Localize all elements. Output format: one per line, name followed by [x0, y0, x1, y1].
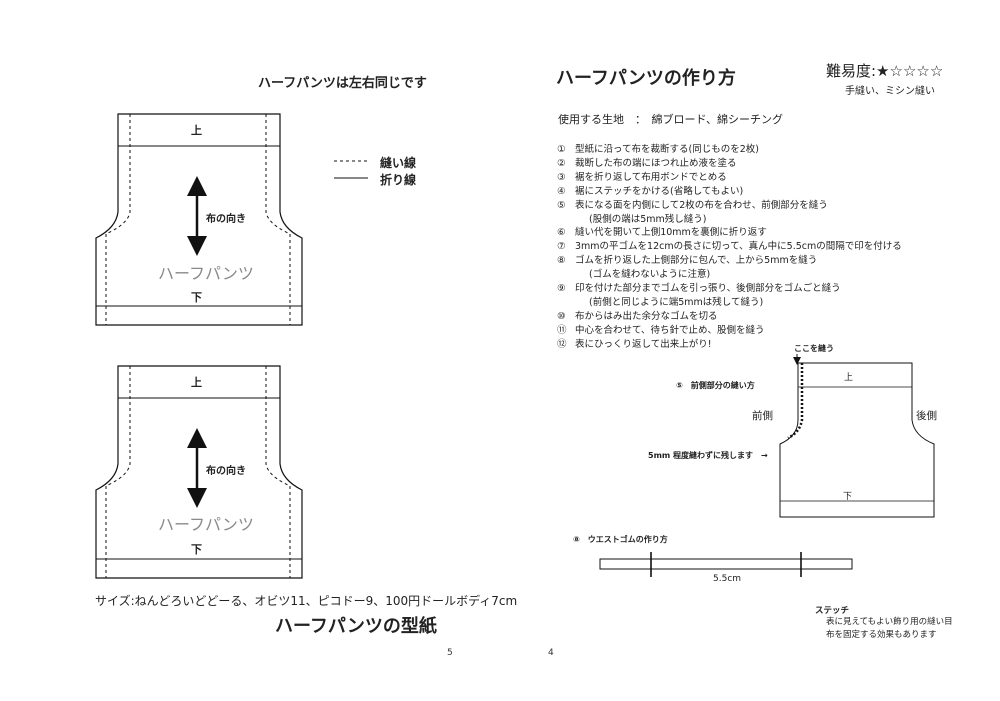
page-number-right: 4 [548, 648, 554, 658]
pattern-bottom-grain-label: 布の向き [206, 466, 246, 477]
diagram8-title: ⑧ ウエストゴムの作り方 [573, 535, 668, 544]
fabric-info: 使用する生地 ： 綿ブロード、綿シーチング [558, 113, 784, 126]
elastic-measure-label: 5.5cm [713, 574, 742, 584]
pattern-bottom-bottom-label: 下 [191, 543, 202, 556]
sewing-method: 手縫い、ミシン縫い [845, 86, 935, 97]
step-subnote: (股側の端は5mm残し縫う) [589, 213, 707, 225]
front-sewing-diagram [779, 354, 935, 518]
left-page-header: ハーフパンツは左右同じです [258, 76, 427, 91]
diagram5-top-label: 上 [844, 373, 854, 383]
pattern-title: ハーフパンツの型紙 [275, 616, 437, 637]
step-subnote: (ゴムを縫わないように注意) [589, 269, 711, 281]
diagram5-title: ⑤ 前側部分の縫い方 [676, 381, 755, 390]
sew-here-label: ここを縫う [794, 344, 834, 353]
pattern-top-name: ハーフパンツ [158, 264, 254, 283]
pattern-piece-bottom [95, 365, 303, 579]
diagram5-bottom-label: 下 [843, 492, 853, 502]
back-side-label: 後側 [916, 410, 937, 422]
size-note: サイズ:ねんどろいどどーる、オビツ11、ピコドー9、100円ドールボディ7cm [95, 594, 518, 608]
front-side-label: 前側 [752, 410, 773, 422]
pattern-top-grain-label: 布の向き [206, 214, 246, 225]
waist-elastic-diagram [599, 552, 853, 577]
page-title: ハーフパンツの作り方 [556, 68, 736, 89]
pattern-top-bottom-label: 下 [191, 291, 202, 304]
legend-fold-line-label: 折り線 [380, 173, 417, 187]
stitch-note-text: 表に見えてもよい飾り用の縫い目 布を固定する効果もあります [826, 617, 953, 640]
pattern-piece-top [95, 113, 303, 326]
pattern-bottom-name: ハーフパンツ [158, 515, 254, 534]
leave-unsewn-note: 5mm 程度縫わずに残します → [648, 451, 768, 460]
difficulty-rating: 難易度:★☆☆☆☆ [826, 62, 944, 80]
pattern-bottom-top-label: 上 [191, 376, 202, 389]
stitch-note-title: ステッチ [815, 606, 850, 616]
page-number-left: 5 [447, 648, 453, 658]
legend-stitch-line-label: 縫い線 [380, 156, 417, 170]
pattern-top-top-label: 上 [191, 124, 202, 137]
step-subnote: (前側と同じように端5mmは残して縫う) [589, 296, 764, 308]
